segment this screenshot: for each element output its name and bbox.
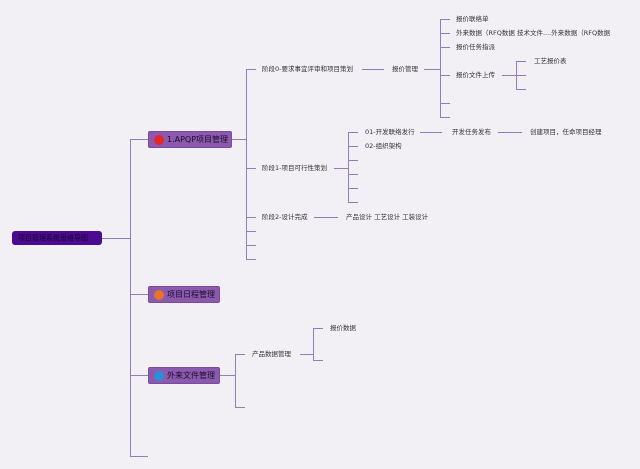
branch-external-files[interactable]: 外来文件管理 bbox=[148, 367, 220, 384]
create-project-node[interactable]: 创建项目，任命项目经理 bbox=[530, 128, 602, 136]
empty-connector bbox=[516, 75, 526, 76]
branch-apqp[interactable]: 1.APQP项目管理 bbox=[148, 131, 232, 148]
progress-icon bbox=[154, 289, 164, 300]
connector bbox=[130, 456, 148, 457]
connector bbox=[102, 238, 130, 239]
info-icon bbox=[154, 370, 164, 381]
empty-connector bbox=[235, 407, 245, 408]
bracket bbox=[440, 19, 441, 118]
connector bbox=[130, 139, 148, 140]
connector bbox=[300, 354, 313, 355]
connector bbox=[220, 375, 235, 376]
external-data-node[interactable]: 外来数据（RFQ数据 技术文件....外来数据（RFQ数据 bbox=[456, 29, 611, 37]
connector bbox=[130, 375, 148, 376]
empty-connector bbox=[348, 160, 358, 161]
connector bbox=[348, 132, 358, 133]
connector bbox=[502, 75, 516, 76]
branch-schedule[interactable]: 项目日程管理 bbox=[148, 286, 220, 303]
stage-2-node[interactable]: 阶段2-设计完成 bbox=[262, 213, 308, 221]
design-items-node[interactable]: 产品设计 工艺设计 工装设计 bbox=[346, 213, 429, 221]
connector bbox=[334, 168, 348, 169]
empty-connector bbox=[348, 202, 358, 203]
empty-connector bbox=[348, 174, 358, 175]
stage-1-node[interactable]: 阶段1-项目可行性策划 bbox=[262, 164, 327, 172]
connector bbox=[246, 69, 256, 70]
empty-connector bbox=[440, 117, 450, 118]
empty-connector bbox=[516, 89, 526, 90]
connector bbox=[246, 217, 256, 218]
branch-label: 1.APQP项目管理 bbox=[167, 135, 229, 144]
bracket bbox=[348, 132, 349, 203]
bracket bbox=[235, 354, 236, 408]
quote-data-node[interactable]: 报价数据 bbox=[330, 324, 356, 332]
org-structure-node[interactable]: 02-组织架构 bbox=[365, 142, 402, 150]
quote-contact-sheet-node[interactable]: 报价联络单 bbox=[456, 15, 489, 23]
quote-file-upload-node[interactable]: 报价文件上传 bbox=[456, 71, 495, 79]
empty-connector bbox=[348, 188, 358, 189]
connector bbox=[424, 69, 440, 70]
stage-0-node[interactable]: 阶段0-要求事宜评审和项目策划 bbox=[262, 65, 353, 73]
connector bbox=[498, 132, 522, 133]
connector bbox=[246, 168, 256, 169]
connector bbox=[348, 146, 358, 147]
priority-1-icon bbox=[154, 134, 164, 145]
connector bbox=[440, 33, 450, 34]
connector bbox=[130, 294, 148, 295]
bracket bbox=[313, 328, 314, 361]
empty-connector bbox=[440, 103, 450, 104]
branch-label: 外来文件管理 bbox=[167, 371, 215, 380]
quote-management-node[interactable]: 报价管理 bbox=[392, 65, 418, 73]
root-label: 项目管理系统思维导图 bbox=[18, 234, 88, 242]
connector bbox=[420, 132, 442, 133]
empty-connector bbox=[313, 360, 323, 361]
product-data-mgmt-node[interactable]: 产品数据管理 bbox=[252, 350, 291, 358]
branch-label: 项目日程管理 bbox=[167, 290, 215, 299]
connector bbox=[362, 69, 384, 70]
dev-task-release-node[interactable]: 开发任务发布 bbox=[452, 128, 491, 136]
connector bbox=[440, 47, 450, 48]
connector bbox=[516, 61, 526, 62]
dev-contact-issue-node[interactable]: 01-开发联络发行 bbox=[365, 128, 415, 136]
empty-connector bbox=[246, 245, 256, 246]
connector bbox=[313, 328, 323, 329]
branch-spine bbox=[246, 69, 247, 260]
empty-connector bbox=[246, 231, 256, 232]
connector bbox=[232, 139, 246, 140]
main-spine bbox=[130, 139, 131, 457]
connector bbox=[235, 354, 245, 355]
connector bbox=[440, 75, 450, 76]
process-quote-sheet-node[interactable]: 工艺报价表 bbox=[534, 57, 567, 65]
connector bbox=[440, 19, 450, 20]
connector bbox=[314, 217, 338, 218]
empty-connector bbox=[246, 259, 256, 260]
root-node[interactable]: 项目管理系统思维导图 bbox=[12, 231, 102, 245]
quote-task-assign-node[interactable]: 报价任务指派 bbox=[456, 43, 495, 51]
